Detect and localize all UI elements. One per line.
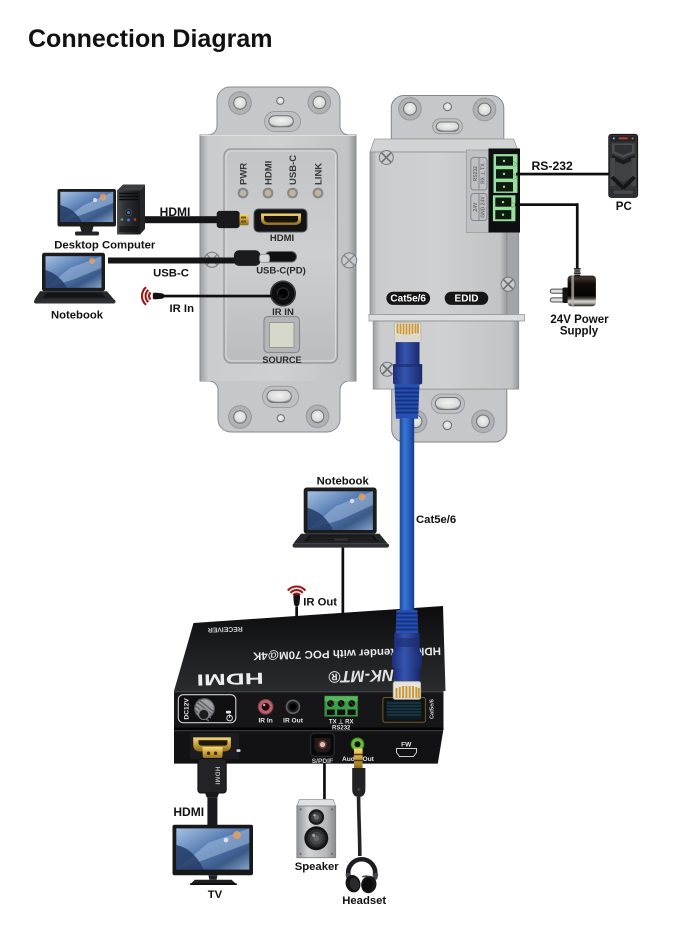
svg-text:LINK-MT®: LINK-MT® [328,665,409,685]
svg-text:USB-C: USB-C [153,268,189,280]
svg-text:24V Power: 24V Power [550,314,609,326]
svg-text:Cat5e/6: Cat5e/6 [416,514,456,526]
svg-text:GND 24V: GND 24V [480,196,486,218]
svg-text:PWR: PWR [239,163,250,185]
svg-text:Connection Diagram: Connection Diagram [28,25,272,53]
svg-text:Desktop Computer: Desktop Computer [54,239,156,251]
svg-text:IR In: IR In [258,718,272,725]
svg-text:IR Out: IR Out [303,597,337,609]
svg-text:RS232: RS232 [332,725,351,731]
svg-text:IR Out: IR Out [283,718,304,725]
svg-text:USB-C: USB-C [288,155,299,185]
svg-text:Speaker: Speaker [295,861,340,873]
svg-text:Headset: Headset [342,895,386,907]
svg-text:EDID: EDID [455,294,479,305]
svg-text:USB-C(PD): USB-C(PD) [256,266,306,277]
svg-text:HDMI: HDMI [160,205,191,219]
svg-text:S/PDIF: S/PDIF [312,758,333,765]
svg-text:HDMI: HDMI [264,161,275,185]
svg-text:SOURCE: SOURCE [262,355,301,365]
svg-text:HDMI: HDMI [270,233,294,244]
svg-text:TX ⊥ RX: TX ⊥ RX [329,718,354,725]
svg-text:Cat5e/6: Cat5e/6 [430,699,436,719]
svg-text:Notebook: Notebook [51,309,104,321]
svg-text:IR In: IR In [170,303,195,315]
svg-text:IR IN: IR IN [272,307,294,318]
svg-text:RX ⊥ TX: RX ⊥ TX [480,163,486,184]
svg-text:24V: 24V [473,202,479,212]
svg-text:RECEIVER: RECEIVER [208,625,243,633]
svg-text:Supply: Supply [560,326,599,338]
svg-text:Cat5e/6: Cat5e/6 [390,294,426,305]
svg-text:DC12V: DC12V [184,698,191,720]
svg-text:RS-232: RS-232 [532,159,574,173]
svg-text:Notebook: Notebook [317,475,370,487]
svg-text:FW: FW [401,742,412,749]
svg-text:HDMI: HDMI [196,669,263,688]
svg-text:RS232: RS232 [473,166,479,182]
svg-text:HDMI: HDMI [214,767,221,786]
svg-text:HDMI: HDMI [173,805,204,819]
svg-text:TV: TV [208,889,223,901]
svg-text:PC: PC [616,201,632,213]
svg-text:LINK: LINK [314,163,325,185]
